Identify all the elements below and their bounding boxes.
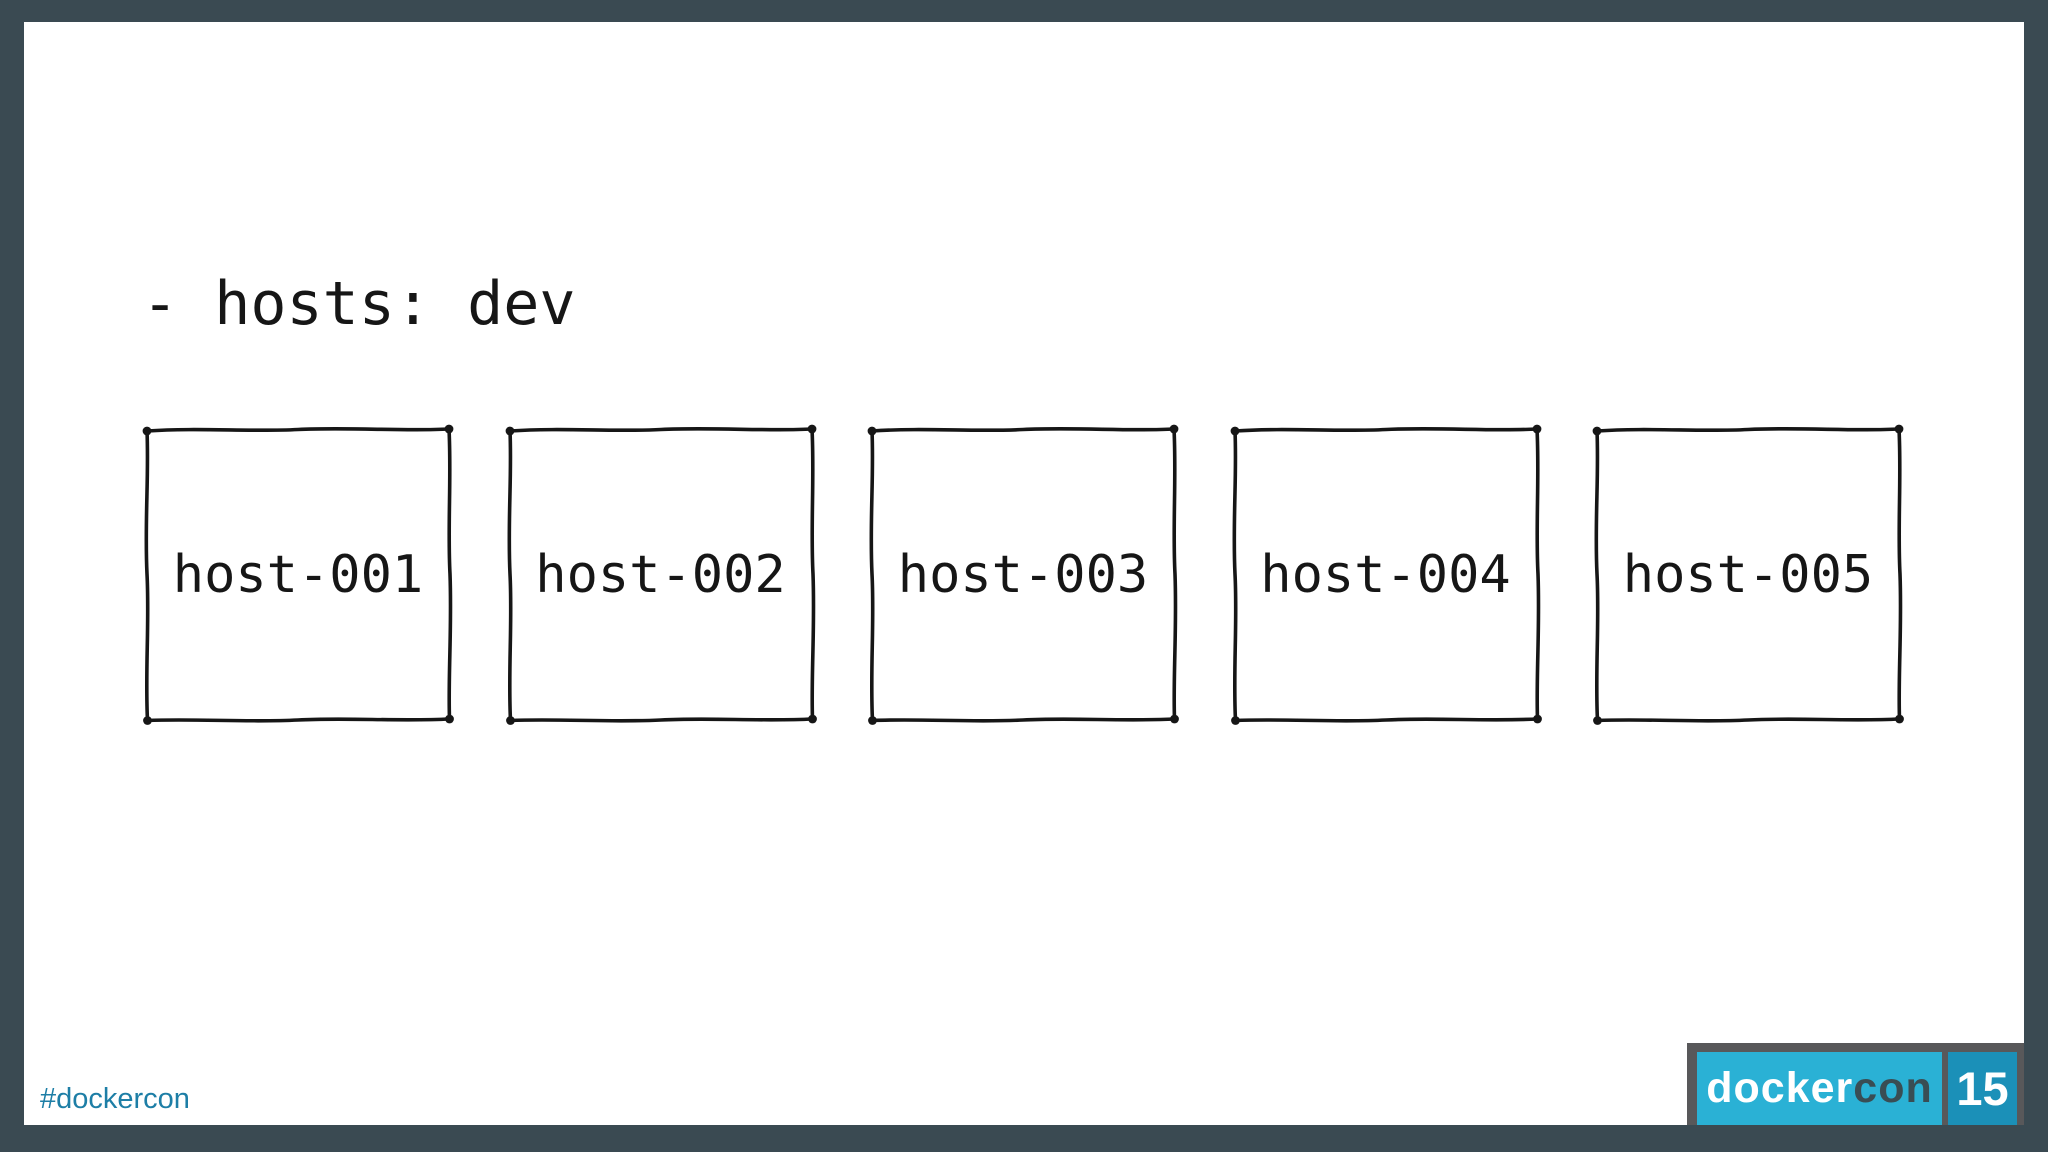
host-box-4: host-004: [1228, 422, 1544, 728]
host-box-2: host-002: [503, 422, 819, 728]
host-label: host-001: [172, 545, 424, 605]
wordmark-con: con: [1853, 1064, 1933, 1112]
slide-content: - hosts: dev host-001 host-002: [24, 22, 2024, 1125]
host-label: host-002: [535, 545, 786, 605]
dockercon-year-badge: 15: [1948, 1052, 2017, 1125]
sketchy-border-icon: [867, 424, 1179, 725]
sketchy-border-icon: [1230, 424, 1542, 725]
hosts-row: host-001 host-002 host-003: [140, 422, 1906, 728]
sketchy-border-icon: [505, 424, 817, 725]
slide-title: - hosts: dev: [142, 269, 576, 339]
host-box-5: host-005: [1590, 422, 1906, 728]
host-box-1: host-001: [140, 422, 456, 728]
wordmark-docker: docker: [1706, 1064, 1854, 1112]
hashtag-label: #dockercon: [40, 1083, 190, 1115]
sketchy-border-icon: [142, 424, 454, 725]
host-box-3: host-003: [865, 422, 1181, 728]
host-label: host-005: [1622, 545, 1874, 605]
host-label: host-004: [1260, 545, 1511, 605]
sketchy-border-icon: [1592, 424, 1904, 725]
host-label: host-003: [897, 545, 1149, 605]
